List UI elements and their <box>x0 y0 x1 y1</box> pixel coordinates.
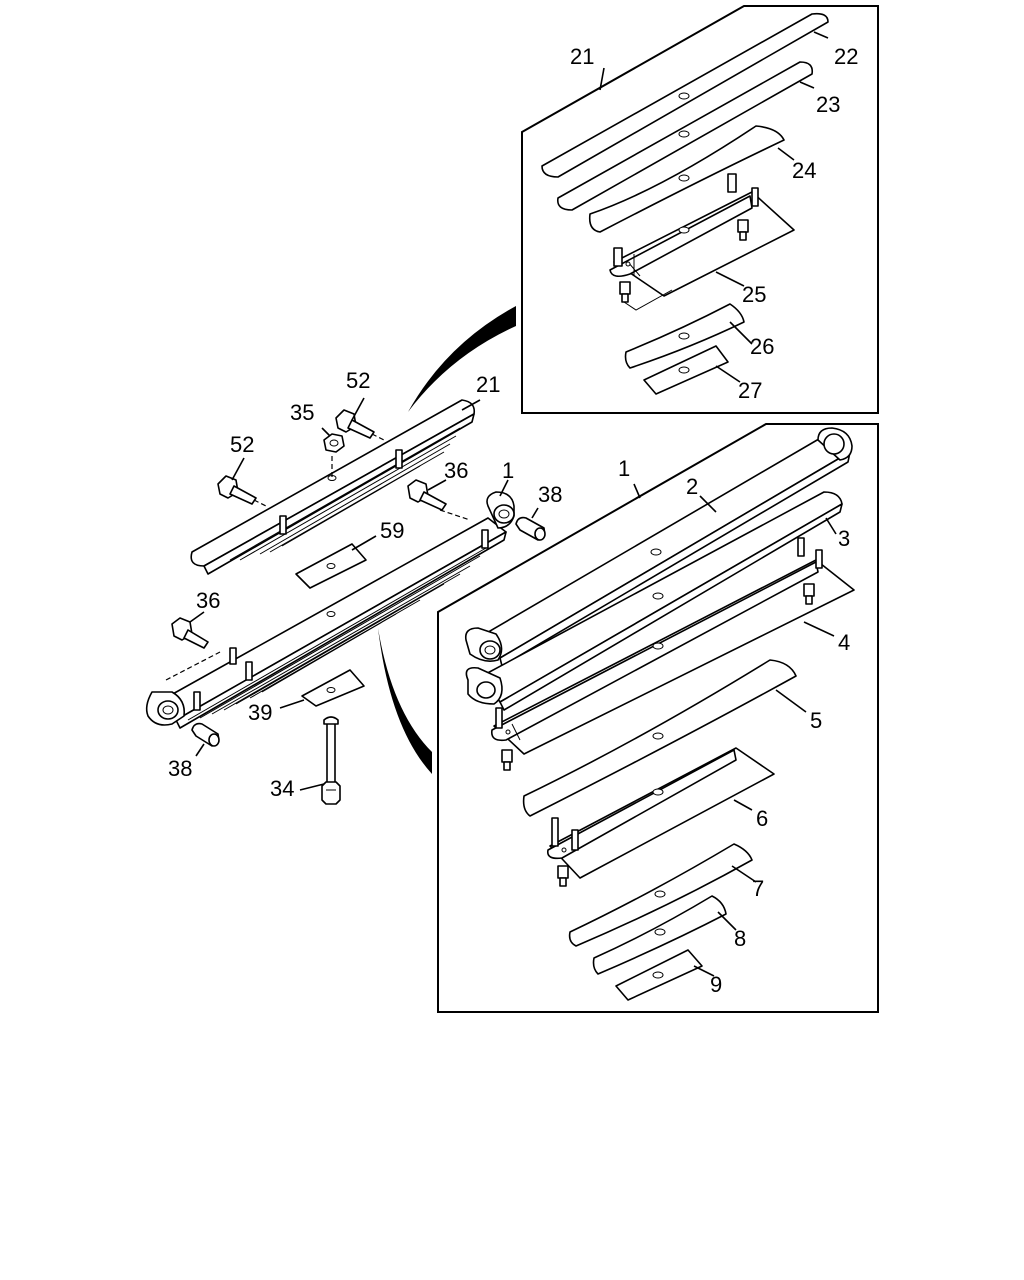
callout-34: 34 <box>270 776 294 801</box>
callout-3: 3 <box>838 526 850 551</box>
detail-box-auxiliary-spring: 21 22 23 24 25 26 27 <box>521 5 879 414</box>
leaf-5 <box>522 659 797 817</box>
leaf-26 <box>624 303 745 369</box>
leaf-25 <box>609 173 795 311</box>
callout-8: 8 <box>734 926 746 951</box>
bolt-52-upper <box>335 409 385 441</box>
leaf-8 <box>592 895 727 975</box>
leaf-6 <box>546 747 775 887</box>
callout-23: 23 <box>816 92 840 117</box>
callout-26: 26 <box>750 334 774 359</box>
auxiliary-spring-assembly <box>190 399 476 575</box>
callout-24: 24 <box>792 158 816 183</box>
bushing-38-lower <box>191 722 220 747</box>
bolt-52-lower <box>217 475 267 507</box>
leaf-3 <box>465 491 843 711</box>
callout-2: 2 <box>686 474 698 499</box>
connector-arrow-upper <box>408 306 516 412</box>
pad-27 <box>643 345 729 395</box>
leaf-4 <box>490 537 855 771</box>
center-bolt-34 <box>321 716 341 805</box>
detail-box-main-spring: 1 2 3 4 5 6 7 8 9 <box>437 423 879 1013</box>
callout-36-upper: 36 <box>444 458 468 483</box>
pad-39 <box>301 669 365 707</box>
nut-35 <box>323 433 345 453</box>
assembled-spring-view: 52 35 52 21 36 1 38 59 36 39 38 34 <box>145 368 562 805</box>
callout-27: 27 <box>738 378 762 403</box>
callout-36-lower: 36 <box>196 588 220 613</box>
callout-38-upper: 38 <box>538 482 562 507</box>
callout-59: 59 <box>380 518 404 543</box>
callout-39: 39 <box>248 700 272 725</box>
callout-25: 25 <box>742 282 766 307</box>
callout-38-lower: 38 <box>168 756 192 781</box>
callout-5: 5 <box>810 708 822 733</box>
callout-1-detail: 1 <box>618 456 630 481</box>
callout-52-lower: 52 <box>230 432 254 457</box>
pad-9 <box>615 949 703 1001</box>
pad-59 <box>295 543 367 589</box>
leaf-24 <box>588 125 785 233</box>
bolt-36-lower <box>171 617 209 649</box>
callout-21-assembled: 21 <box>476 372 500 397</box>
leaf-22 <box>541 12 829 178</box>
callout-21-detail: 21 <box>570 44 594 69</box>
bolt-36-upper <box>407 479 447 511</box>
leaf-2 <box>464 427 853 667</box>
connector-arrow-lower <box>378 628 432 774</box>
callout-6: 6 <box>756 806 768 831</box>
callout-4: 4 <box>838 630 850 655</box>
main-spring-assembly <box>145 491 515 729</box>
callout-22: 22 <box>834 44 858 69</box>
callout-52-upper: 52 <box>346 368 370 393</box>
callout-1-assembled: 1 <box>502 458 514 483</box>
leaf-23 <box>556 61 814 211</box>
bushing-38-upper <box>515 516 546 541</box>
callout-9: 9 <box>710 972 722 997</box>
callout-7: 7 <box>752 876 764 901</box>
callout-35: 35 <box>290 400 314 425</box>
leaf-7 <box>568 843 753 947</box>
